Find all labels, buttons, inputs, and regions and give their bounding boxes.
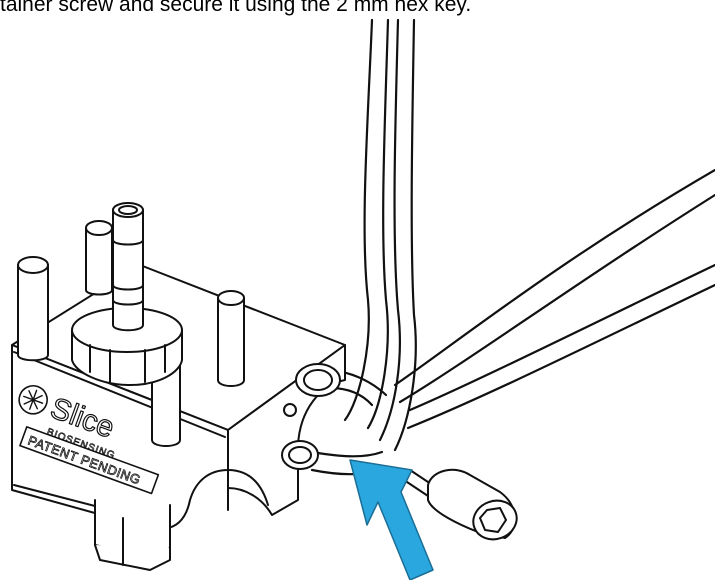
tubing bbox=[310, 18, 715, 476]
insert-arrow-icon bbox=[349, 459, 434, 581]
instruction-text: tainer screw and secure it using the 2 m… bbox=[0, 0, 472, 16]
ports bbox=[281, 363, 341, 470]
center-fitting bbox=[71, 202, 183, 386]
hex-socket-screw-icon bbox=[403, 468, 518, 541]
